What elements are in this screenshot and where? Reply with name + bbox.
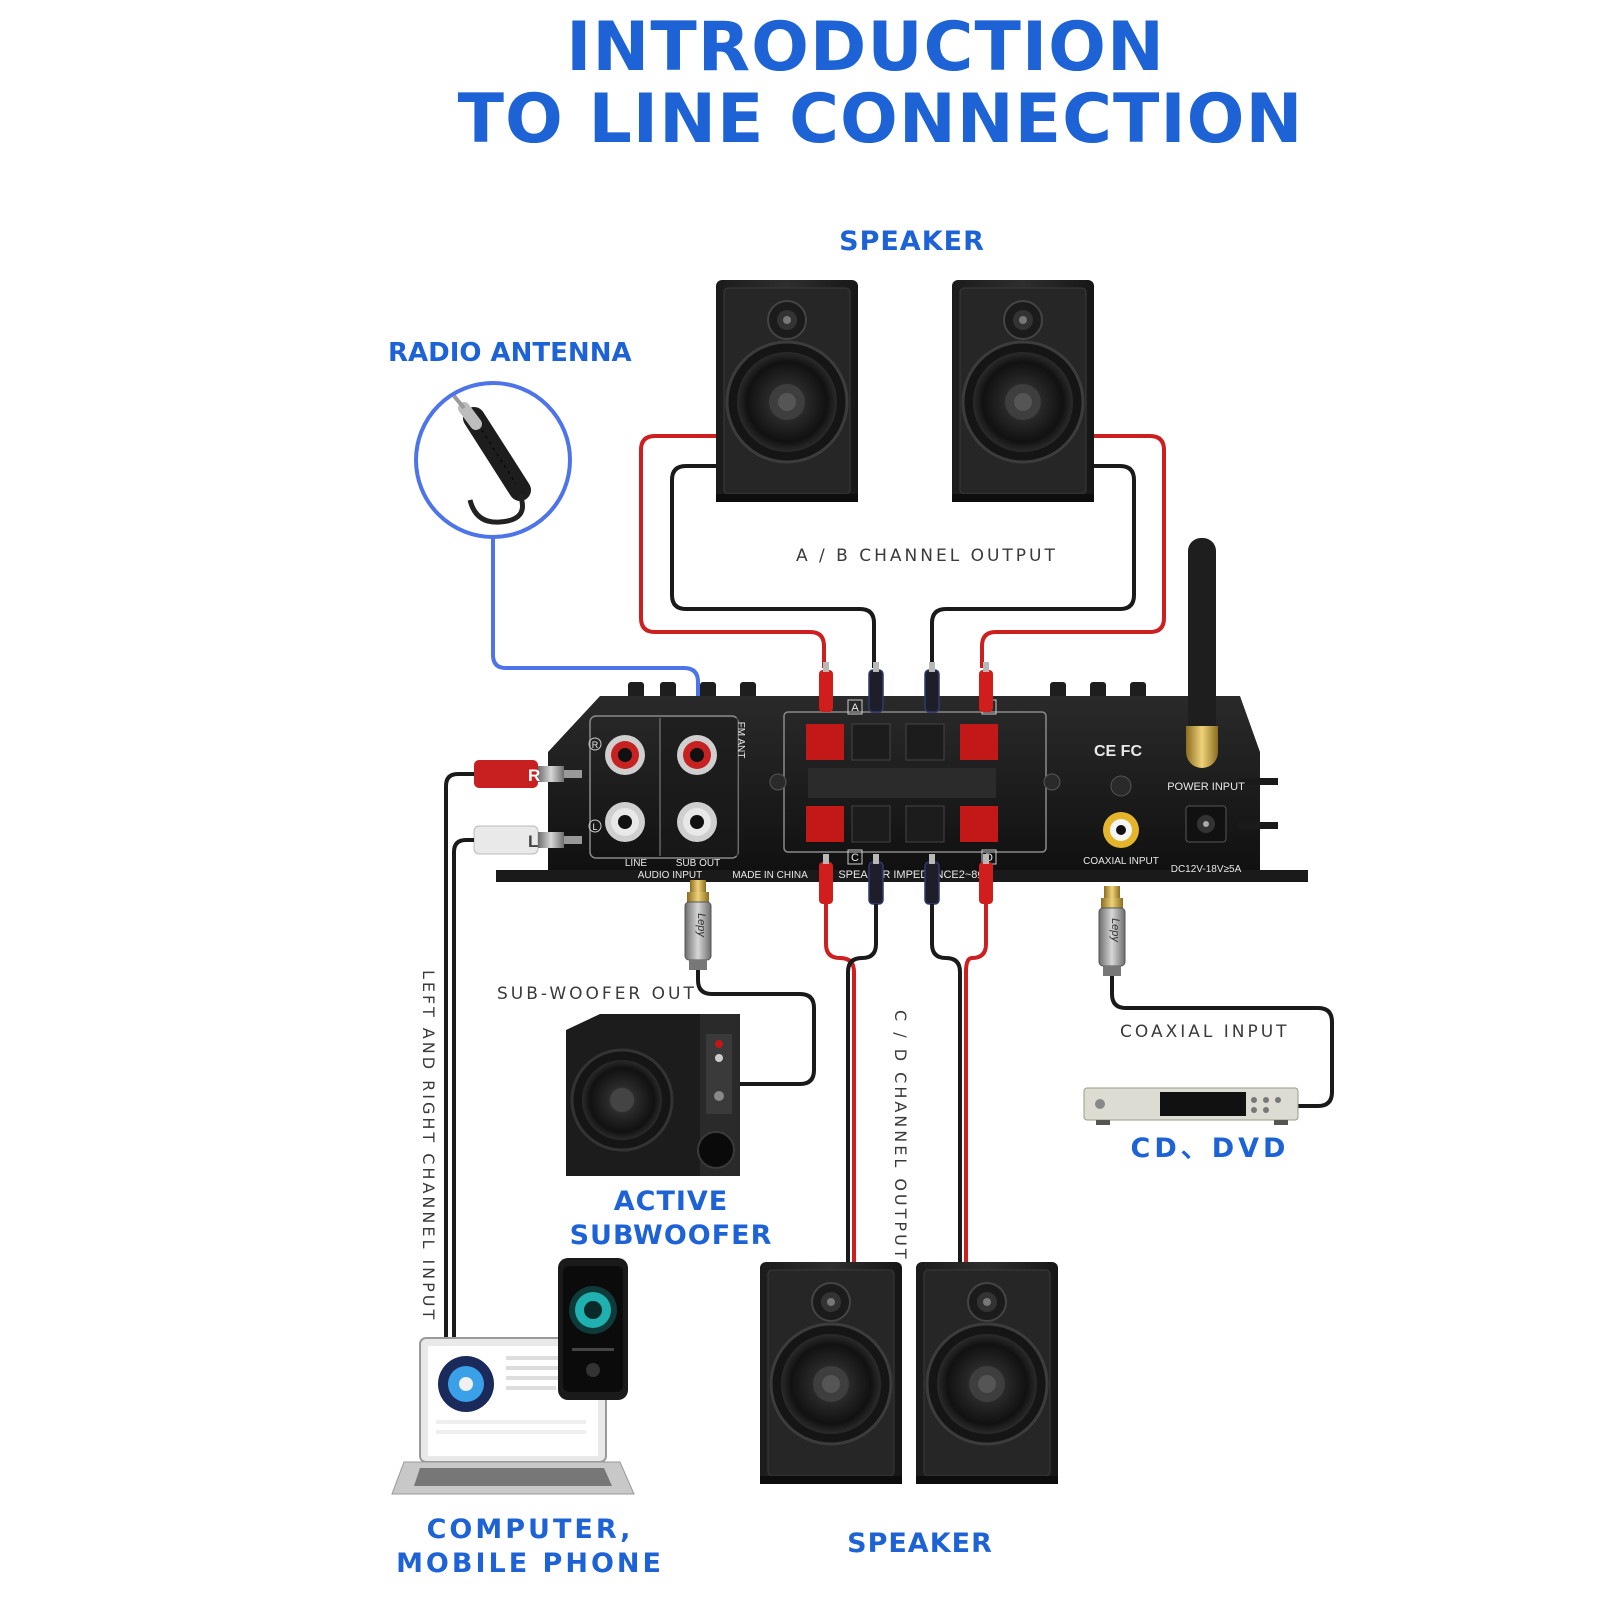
label-coaxial-input: COAXIAL INPUT: [1120, 1022, 1290, 1042]
speaker-c: [758, 1260, 904, 1486]
subwoofer-image: [566, 1014, 740, 1176]
laptop-image: [391, 1337, 635, 1495]
wire-c-black: [846, 904, 878, 1265]
coaxial-cable: [1110, 976, 1334, 1108]
plug-b-red: [979, 662, 993, 712]
rca-l-letter: L: [528, 832, 538, 851]
amp-channel-d: D: [985, 852, 993, 864]
amp-r-mark: R: [592, 740, 599, 750]
cd-dvd-player-image: [1083, 1087, 1299, 1125]
label-computer-line1: COMPUTER,: [426, 1514, 634, 1545]
wire-c-red: [824, 904, 856, 1265]
wire-a-red: [639, 434, 826, 668]
dc-jack: [1185, 805, 1227, 843]
amplifier: R L LINE SUB OUT FM ANT AUDIO INPUT MADE…: [496, 682, 1308, 882]
rca-plug-r: R: [474, 760, 582, 788]
label-speaker-top: SPEAKER: [839, 226, 985, 257]
rca-jack-fm-ant: [677, 735, 717, 775]
label-active-subwoofer-line1: ACTIVE: [613, 1186, 729, 1217]
plug-a-black: [868, 661, 884, 713]
label-sub-woofer-out: SUB-WOOFER OUT: [497, 984, 697, 1004]
amp-power-input-label: POWER INPUT: [1167, 781, 1245, 793]
speaker-b: [950, 278, 1096, 504]
label-speaker-bottom: SPEAKER: [847, 1528, 993, 1559]
coaxial-plug-brand: Lepy: [1109, 918, 1121, 943]
amp-channel-a: A: [851, 702, 859, 714]
mobile-phone-image: [558, 1258, 628, 1400]
amp-speaker-impedance: SPEAKER IMPEDANCE2~8Ω: [838, 869, 985, 881]
antenna-plug-icon: [452, 394, 531, 525]
rca-plug-l: L: [473, 825, 582, 855]
label-ab-channel-output: A / B CHANNEL OUTPUT: [796, 546, 1058, 566]
label-cd-channel-output: C / D CHANNEL OUTPUT: [891, 1010, 910, 1262]
plug-a-red: [819, 662, 833, 712]
label-active-subwoofer-line2: SUBWOOFER: [569, 1220, 773, 1251]
amp-coaxial-input-label: COAXIAL INPUT: [1083, 856, 1159, 867]
speaker-terminals: [806, 723, 998, 843]
amp-made-in-china: MADE IN CHINA: [732, 870, 808, 881]
amp-audio-input-label: AUDIO INPUT: [638, 870, 702, 881]
title-line-1: INTRODUCTION: [566, 8, 1165, 87]
amp-sub-out-label: SUB OUT: [676, 858, 720, 869]
plug-b-black: [924, 661, 940, 713]
amp-fm-ant-label: FM ANT: [735, 722, 746, 759]
rca-jack-r-line: [605, 735, 645, 775]
bluetooth-antenna-icon: [1186, 538, 1218, 768]
subout-plug-brand: Lepy: [695, 913, 707, 938]
label-left-right-input: LEFT AND RIGHT CHANNEL INPUT: [419, 970, 438, 1323]
rca-jack-sub-out: [677, 802, 717, 842]
amp-dc-rating: DC12V-18V≥5A: [1171, 864, 1242, 875]
cert-marks: CE FC: [1094, 743, 1142, 760]
amp-line-label: LINE: [625, 858, 648, 869]
amp-channel-c: C: [851, 852, 859, 864]
rca-jack-l-line: [605, 802, 645, 842]
speaker-a: [714, 278, 860, 504]
wire-a-black: [670, 464, 876, 668]
coaxial-jack: [1103, 812, 1139, 848]
amp-l-mark: L: [592, 822, 597, 832]
input-cable-l: [452, 838, 474, 1350]
wire-b-black: [930, 464, 1136, 668]
label-radio-antenna: RADIO ANTENNA: [388, 338, 632, 368]
wire-d-red: [964, 904, 988, 1265]
rca-r-letter: R: [528, 766, 540, 785]
antenna-wire: [491, 537, 700, 742]
label-cd-dvd: CD、DVD: [1130, 1133, 1290, 1164]
input-cable-r: [444, 772, 474, 1350]
wire-b-red: [980, 434, 1166, 668]
speaker-d: [914, 1260, 1060, 1486]
label-computer-line2: MOBILE PHONE: [396, 1548, 664, 1579]
title-line-2: TO LINE CONNECTION: [457, 80, 1304, 159]
wire-d-black: [930, 904, 962, 1265]
subwoofer-cable: [696, 970, 816, 1086]
